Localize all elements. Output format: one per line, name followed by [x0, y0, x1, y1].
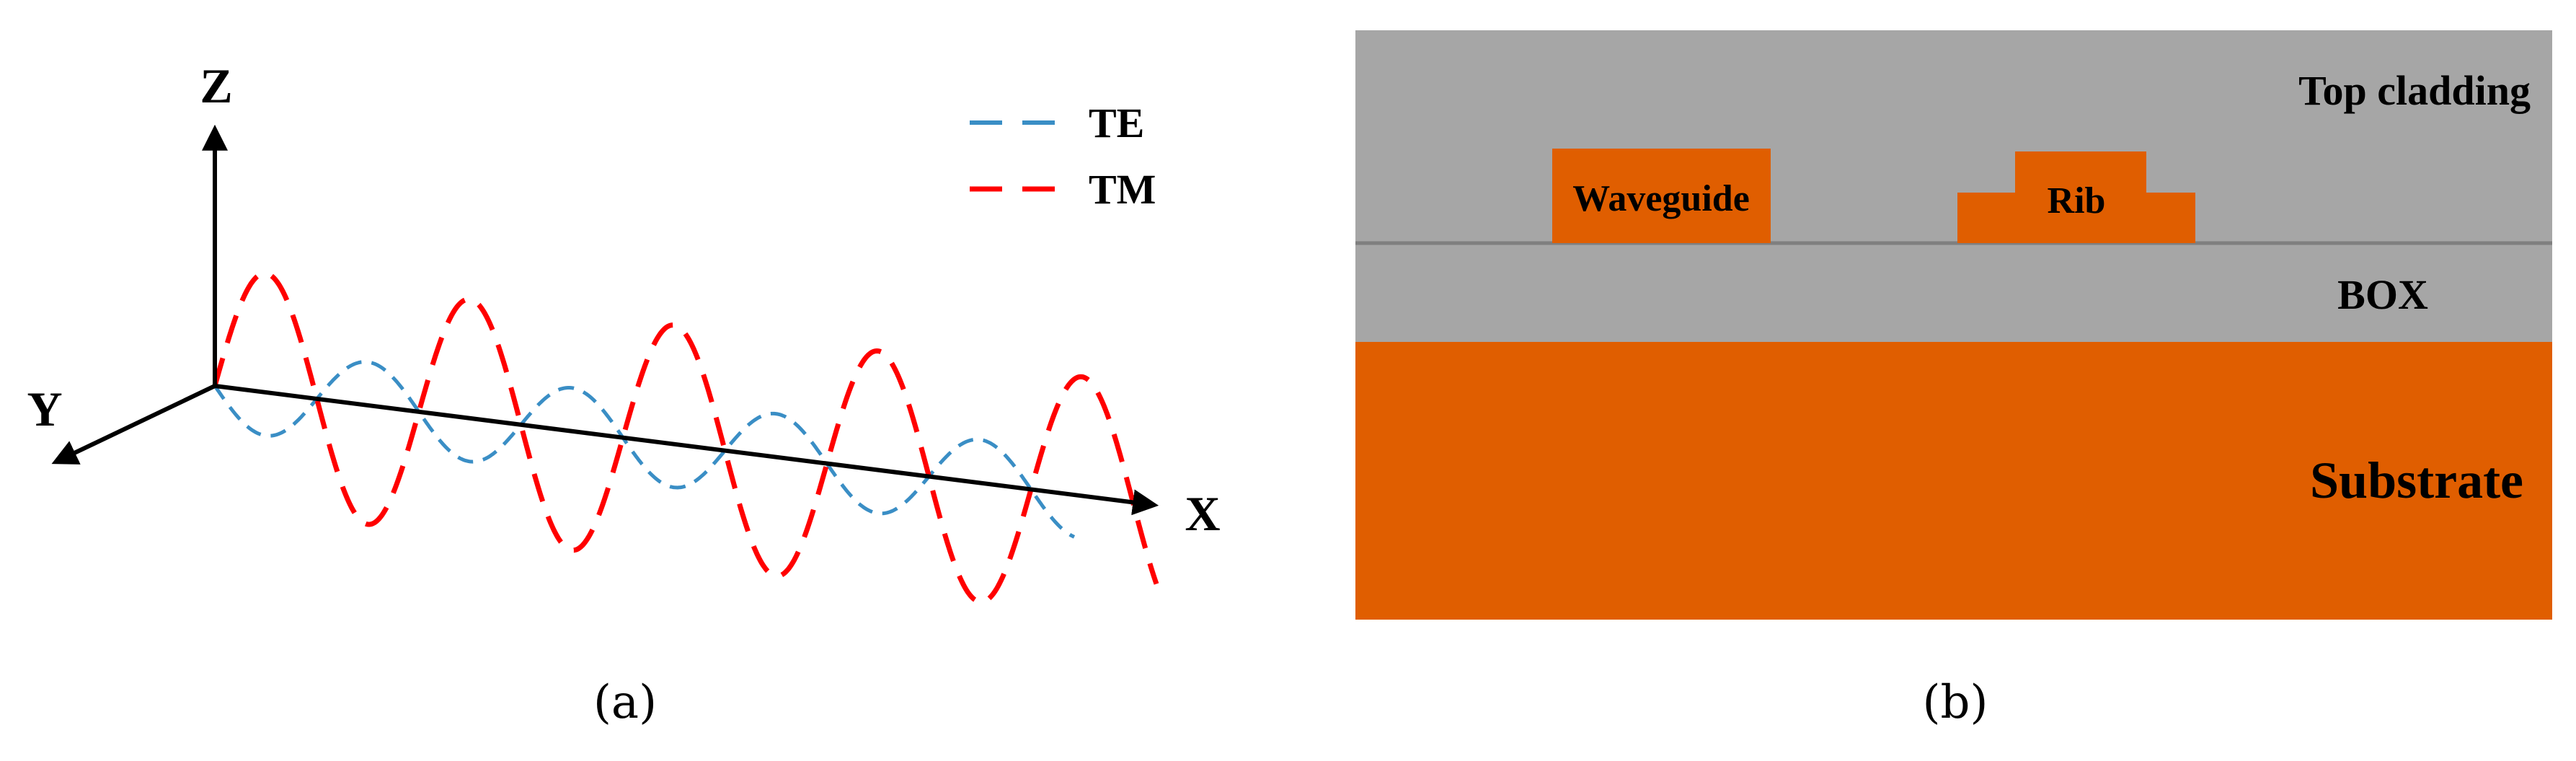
caption-b: (b)	[1923, 676, 1988, 729]
y-axis-label: Y	[27, 382, 62, 436]
rib-label: Rib	[2048, 180, 2106, 221]
substrate-label: Substrate	[2310, 452, 2523, 509]
substrate-layer	[1355, 342, 2552, 620]
rib-structure	[1957, 151, 2195, 243]
waveguide-structure	[1552, 149, 1771, 243]
caption-a: (a)	[593, 676, 657, 729]
box-label: BOX	[2337, 271, 2428, 318]
waveguide-label: Waveguide	[1572, 178, 1750, 219]
x-axis	[214, 384, 1159, 516]
panel-b: Top cladding BOX Substrate Waveguide Rib…	[1355, 30, 2552, 729]
z-axis-label: Z	[200, 58, 232, 113]
legend-tm-label: TM	[1089, 166, 1156, 213]
panel-a: Z Y X TE TM (a)	[27, 58, 1220, 729]
x-axis-label: X	[1185, 486, 1220, 541]
tm-wave	[212, 270, 1159, 605]
top-cladding-label: Top cladding	[2298, 67, 2531, 114]
box-layer	[1355, 243, 2552, 342]
legend: TE TM	[970, 100, 1156, 213]
te-wave	[213, 360, 1076, 539]
y-axis	[51, 384, 216, 465]
top-cladding-layer	[1355, 30, 2552, 243]
legend-te-label: TE	[1089, 100, 1144, 146]
